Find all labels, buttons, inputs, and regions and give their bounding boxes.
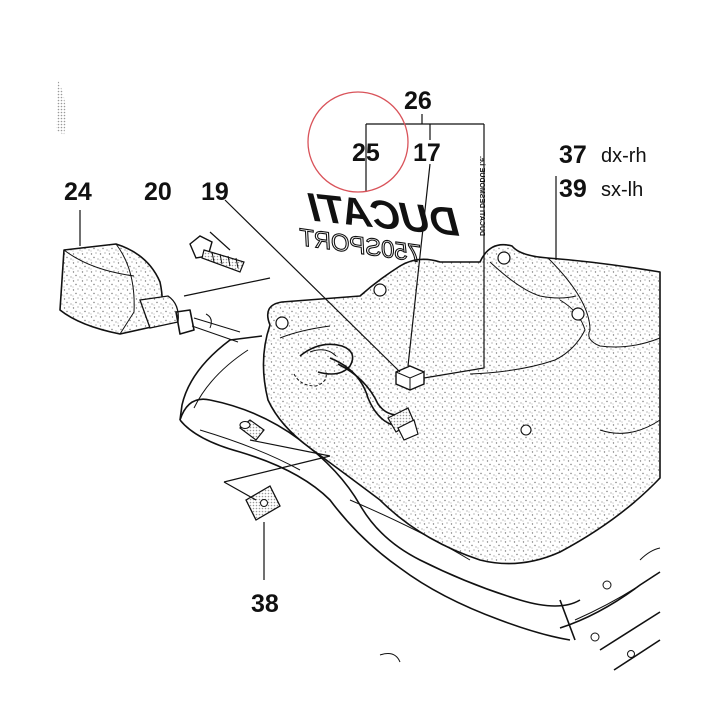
callout-17: 17 (413, 139, 441, 167)
callout-24: 24 (64, 178, 92, 206)
callout-labels: 26 25 17 37 dx-rh 39 sx-lh 24 20 19 38 (64, 87, 647, 618)
label-sx-lh: sx-lh (601, 179, 643, 201)
callout-19: 19 (201, 178, 229, 206)
callout-39: 39 (559, 175, 587, 203)
leader-lines (79, 114, 557, 580)
nut-26 (395, 365, 425, 391)
stud-and-clip-38 (239, 419, 281, 521)
lower-housing (179, 398, 661, 671)
scan-artifact (56, 80, 66, 135)
decal-small-print: DUCATI DESMODUE i.e. (478, 156, 485, 236)
ducati-decal: DUCATI 750SPORT DUCATI DESMODUE i.e. (295, 156, 485, 269)
ignition-module-24 (59, 243, 241, 343)
callout-37: 37 (559, 141, 587, 169)
label-dx-rh: dx-rh (601, 145, 647, 167)
callout-25: 25 (352, 139, 380, 167)
rear-fender (179, 335, 263, 421)
undertray-panel (262, 243, 661, 565)
callout-38: 38 (251, 590, 279, 618)
wiring-harness (293, 343, 419, 441)
callout-26: 26 (404, 87, 432, 115)
highlight-circle (307, 91, 409, 193)
screw-20 (189, 235, 245, 273)
callout-20: 20 (144, 178, 172, 206)
